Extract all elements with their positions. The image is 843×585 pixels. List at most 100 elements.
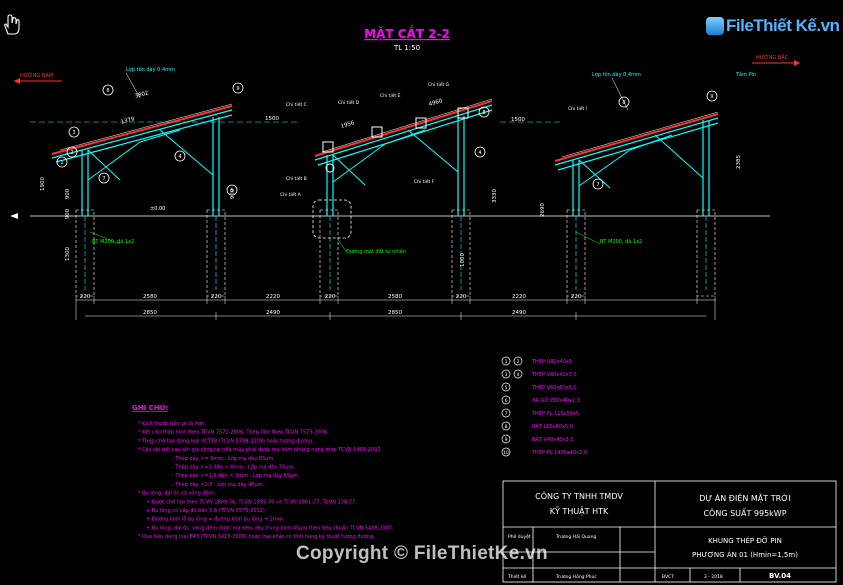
- designer-label: Thiết kế: [507, 573, 526, 580]
- svg-text:5: 5: [230, 188, 233, 194]
- note-line: * Các chi tiết sau khi gia công tại nhà …: [138, 446, 382, 453]
- note-line: * Thép chế tạo dùng loại XCT38 (TCVN 570…: [138, 437, 314, 444]
- svg-text:2690: 2690: [540, 203, 546, 217]
- label-detail-b: Chi tiết B: [286, 175, 307, 182]
- svg-text:220: 220: [211, 294, 222, 300]
- svg-text:9: 9: [236, 86, 239, 92]
- designer-name: Trương Hồng Phúc: [555, 572, 597, 580]
- legend-balloon: [501, 421, 511, 431]
- note-line: + Bu lông, đai ốc, vòng đệm được mạ kẽm …: [146, 524, 394, 531]
- note-line: * Kích thước bản vẽ là mm.: [138, 420, 206, 427]
- level-mark-left: ±0.00: [150, 206, 165, 212]
- legend-number: 9: [505, 437, 508, 443]
- label-detail-i: Chi tiết I: [568, 105, 587, 112]
- left-frame: [51, 109, 233, 216]
- label-ground: Đường mặt đất tự nhiên: [346, 248, 406, 255]
- note-line: * Que hàn dùng loại E43 (TCVN 3223-2000)…: [138, 533, 375, 540]
- note-line: - Thép dày <1,5 : Lớp mạ dày 45µm.: [172, 481, 265, 488]
- svg-text:1: 1: [60, 160, 63, 166]
- note-line: - Thép dày >= 6mm : Lớp mạ dày 85µm.: [172, 455, 275, 462]
- right-roof-sheet: [554, 111, 719, 162]
- svg-text:9: 9: [710, 94, 713, 100]
- callout-numbers: 831 274 958 487 9: [60, 86, 713, 194]
- middle-foundations: [319, 209, 471, 297]
- legend-item-text: BẢT V40x40x3,0: [532, 435, 574, 443]
- svg-text:1379: 1379: [120, 116, 136, 126]
- svg-text:8: 8: [106, 88, 109, 94]
- note-line: + Đường kính lỗ bu lông = đường kính bu …: [146, 516, 285, 523]
- svg-text:4960: 4960: [428, 98, 444, 108]
- legend-number: 10: [503, 450, 509, 456]
- approver-name: Trương Hải Quang: [555, 533, 597, 540]
- right-frame: [554, 117, 719, 216]
- note-line: + Được chế tạo theo TCVN 1889-76, TCVN 1…: [146, 498, 357, 505]
- legend-number: 2: [517, 359, 520, 365]
- legend-number: 7: [505, 411, 508, 417]
- svg-text:900: 900: [65, 208, 71, 219]
- legend-item-text: THÉP U80x40x5: [531, 357, 572, 365]
- site-logo: FileThiết Kế.vn: [706, 14, 840, 38]
- legend-balloon: [501, 408, 511, 418]
- approver-label: Phê duyệt: [508, 533, 531, 540]
- svg-text:8: 8: [482, 110, 485, 116]
- label-detail-e: Chi tiết E: [380, 92, 401, 99]
- notes: * Kích thước bản vẽ là mm.* Kết cấu thép…: [138, 420, 394, 540]
- detail-a-cloud: [312, 199, 352, 239]
- legend-item-text: THÉP PL-115x50x5: [531, 409, 579, 417]
- legend-balloon: [501, 395, 511, 405]
- svg-text:2385: 2385: [736, 155, 742, 169]
- direction-south-label: HƯỚNG NAM: [20, 72, 53, 79]
- svg-text:2220: 2220: [266, 294, 280, 300]
- copyright-watermark: Copyright © FileThietKe.vn: [296, 543, 548, 564]
- dimension-lines: [75, 296, 716, 320]
- legend-number: 1: [505, 359, 508, 365]
- svg-text:7: 7: [102, 176, 105, 182]
- left-roof-sheet: [51, 103, 233, 155]
- note-line: - Thép dày >=1,5 đến < 3mm : Lớp mạ dày …: [172, 472, 300, 479]
- svg-text:1300: 1300: [65, 247, 71, 261]
- note-line: * Bu lông, đai ốc và vòng đệm:: [138, 490, 216, 497]
- svg-text:1000: 1000: [460, 253, 466, 267]
- svg-text:220: 220: [571, 294, 582, 300]
- label-concrete-right: BT M200, đá 1x2: [600, 238, 642, 245]
- legend-balloon: [501, 434, 511, 444]
- company-line-1: CÔNG TY TNHH TMDV: [535, 490, 623, 501]
- dimension-chain-texts: 220 2580 220 2220 220 2580 220 2220 220 …: [80, 294, 582, 316]
- label-detail-d: Chi tiết D: [338, 99, 360, 106]
- legend-item-text: THÉP V40x40x3,0: [531, 370, 577, 378]
- svg-text:2850: 2850: [143, 310, 157, 316]
- middle-frame: [314, 104, 493, 216]
- project-line-2: CÔNG SUẤT 995kWP: [703, 507, 786, 518]
- svg-text:4: 4: [178, 154, 181, 160]
- svg-text:8: 8: [622, 100, 625, 106]
- legend-number: 8: [505, 424, 508, 430]
- label-detail-c: Chi tiết C: [286, 101, 307, 108]
- note-line: - Thép dày >=3 đến < 6mm : Lớp mạ dày 70…: [172, 464, 295, 471]
- svg-text:1900: 1900: [40, 177, 46, 191]
- section-scale: TL 1:50: [393, 44, 420, 52]
- legend-item-text: THÉP PL-1400x40x3,0: [531, 448, 587, 456]
- svg-text:2490: 2490: [512, 310, 526, 316]
- svg-text:2220: 2220: [512, 294, 526, 300]
- svg-text:4: 4: [478, 150, 481, 156]
- svg-text:1956: 1956: [340, 120, 356, 130]
- legend-balloon: [501, 447, 511, 457]
- left-foundations: [75, 209, 226, 297]
- project-line-1: DỰ ÁN ĐIỆN MẶT TRỜI: [699, 492, 791, 504]
- direction-north-arrow: [752, 60, 800, 66]
- legend-balloon: [501, 369, 511, 379]
- drawing-code: BVCT: [662, 574, 674, 580]
- svg-text:1500: 1500: [511, 117, 525, 123]
- drawing-date: 3 - 2018: [704, 574, 723, 580]
- label-roof-left: Lợp tôn dày 0,4mm: [126, 66, 175, 73]
- svg-text:220: 220: [325, 294, 336, 300]
- svg-text:1500: 1500: [265, 116, 279, 122]
- logo-text: FileThiết Kế.vn: [726, 16, 840, 35]
- section-title: MẶT CẮT 2-2: [364, 25, 450, 41]
- right-foundations: [566, 209, 716, 297]
- svg-text:2850: 2850: [388, 310, 402, 316]
- legend-number: 5: [505, 385, 508, 391]
- title-block: [502, 480, 837, 583]
